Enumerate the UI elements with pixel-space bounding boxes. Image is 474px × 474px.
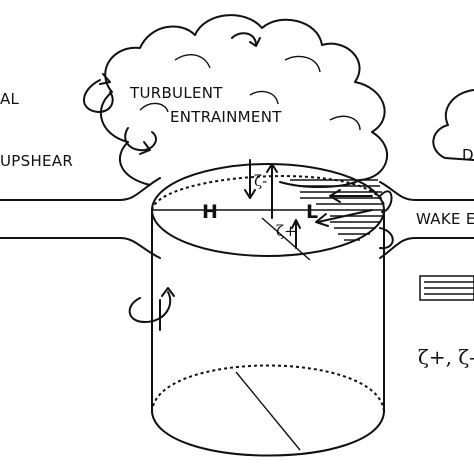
arrowhead [291,219,301,229]
right-cloud-edge [432,89,474,161]
low-pressure-label: L [306,201,318,223]
entrainment-eddy-bottom-arrow [124,127,157,152]
rotation-arrow [128,291,172,323]
cloud-thermal [99,14,389,188]
arrowhead [161,287,175,297]
turbulent-label: TURBULENT [129,84,223,102]
arrowhead [99,73,111,85]
entrainment-eddy-left-arrow [83,79,114,113]
entrainment-label: ENTRAINMENT [170,108,282,126]
zeta-minus-label: ζ- [254,172,267,190]
right-partial-label: D [462,146,474,164]
arrowhead [244,189,256,199]
low-pressure-flow-arrows [315,189,394,250]
wake-shading [290,179,382,241]
entrainment-eddy-top-arrow [231,32,257,45]
high-pressure-label: H [202,201,218,223]
updraft-cylinder [151,163,385,457]
legend-shading-swatch [419,275,474,301]
cross-section-line [261,217,311,261]
upshear-label: UPSHEAR [0,152,73,170]
legend-zeta-label: ζ+, ζ- [418,345,474,369]
arrowhead [266,163,278,173]
wake-label: WAKE E [416,210,474,228]
environmental-flow-layer [0,177,474,259]
arrowhead [139,141,151,155]
zeta-plus-label: ζ+ [276,222,297,240]
arrowhead [249,37,261,47]
left-partial-label: AL [0,90,20,108]
